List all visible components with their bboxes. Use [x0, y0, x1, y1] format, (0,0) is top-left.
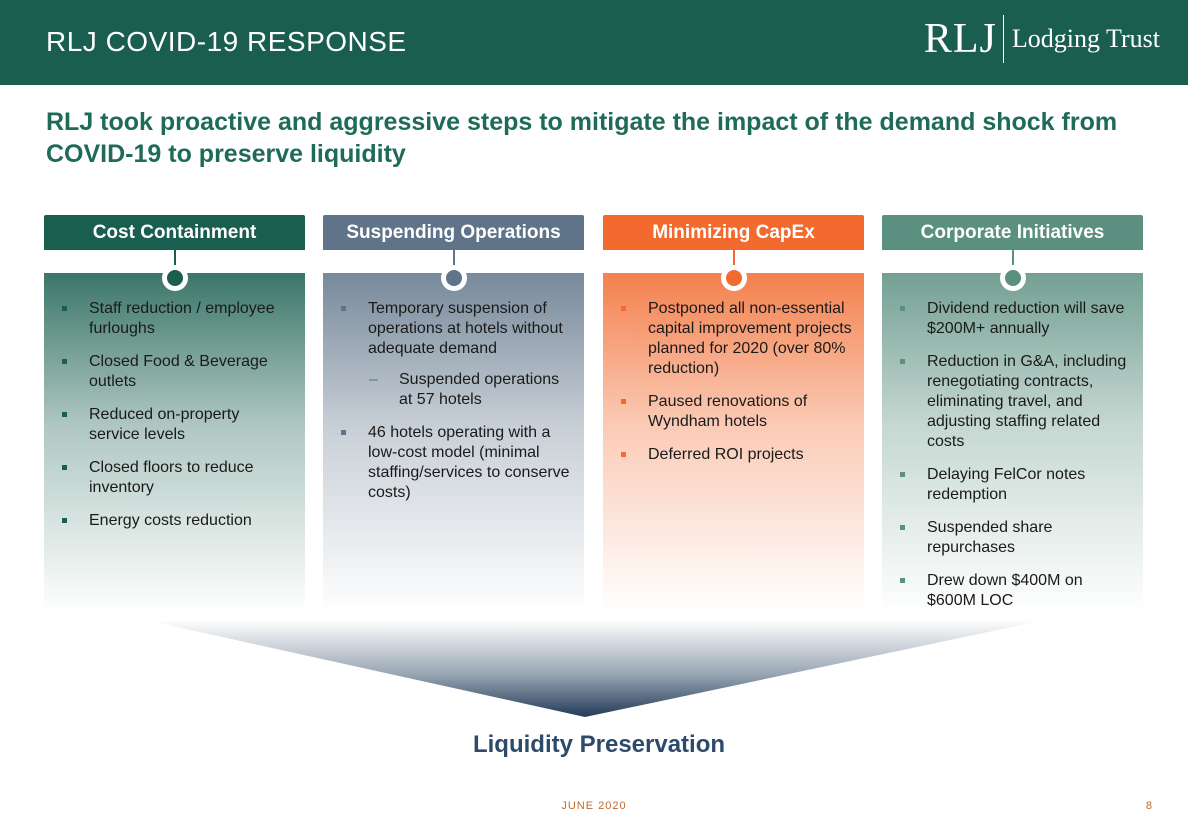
column-connector — [452, 250, 455, 274]
column-minimizing-capex: Minimizing CapEx Postponed all non-essen… — [603, 215, 864, 613]
column-body — [882, 273, 1143, 613]
list-item: Temporary suspension of operations at ho… — [341, 299, 573, 359]
column-node-icon — [720, 265, 747, 291]
list-item: Closed Food & Beverage outlets — [62, 352, 294, 392]
list-item: 46 hotels operating with a low-cost mode… — [341, 423, 573, 503]
bullet-list: Dividend reduction will save $200M+ annu… — [900, 299, 1132, 624]
square-bullet-icon — [621, 306, 626, 311]
list-item: Postponed all non-essential capital impr… — [621, 299, 853, 379]
header-bar: RLJ COVID-19 RESPONSE RLJ Lodging Trust — [0, 0, 1188, 85]
column-connector — [173, 250, 176, 274]
logo-text: Lodging Trust — [1011, 24, 1160, 53]
square-bullet-icon — [62, 306, 67, 311]
company-logo: RLJ Lodging Trust — [924, 14, 1160, 64]
column-body — [44, 273, 305, 613]
list-item: Dividend reduction will save $200M+ annu… — [900, 299, 1132, 339]
page-title: RLJ COVID-19 RESPONSE — [46, 26, 407, 57]
bullet-list: Temporary suspension of operations at ho… — [341, 299, 573, 516]
bullet-list: Postponed all non-essential capital impr… — [621, 299, 853, 478]
square-bullet-icon — [62, 359, 67, 364]
square-bullet-icon — [62, 518, 67, 523]
square-bullet-icon — [62, 465, 67, 470]
square-bullet-icon — [900, 525, 905, 530]
column-suspending-operations: Suspending Operations Temporary suspensi… — [323, 215, 584, 613]
list-item: Staff reduction / employee furloughs — [62, 299, 294, 339]
square-bullet-icon — [62, 412, 67, 417]
column-body — [603, 273, 864, 613]
column-header: Suspending Operations — [323, 215, 584, 250]
square-bullet-icon — [341, 306, 346, 311]
square-bullet-icon — [341, 430, 346, 435]
column-header: Corporate Initiatives — [882, 215, 1143, 250]
column-header: Cost Containment — [44, 215, 305, 250]
column-connector — [732, 250, 735, 274]
list-item: Reduced on-property service levels — [62, 405, 294, 445]
logo-mark: RLJ — [923, 16, 997, 62]
list-item: Paused renovations of Wyndham hotels — [621, 392, 853, 432]
footer-date: JUNE 2020 — [561, 800, 627, 812]
slide-subtitle: RLJ took proactive and aggressive steps … — [46, 108, 1118, 168]
funnel-result-label: Liquidity Preservation — [472, 731, 726, 758]
funnel-shape — [145, 620, 1045, 717]
column-connector — [1011, 250, 1014, 274]
list-item: Energy costs reduction — [62, 511, 294, 531]
bullet-list: Staff reduction / employee furloughs Clo… — [62, 299, 294, 544]
list-item: Reduction in G&A, including renegotiatin… — [900, 352, 1132, 452]
column-header: Minimizing CapEx — [603, 215, 864, 250]
column-node-icon — [440, 265, 467, 291]
column-corporate-initiatives: Corporate Initiatives Dividend reduction… — [882, 215, 1143, 613]
column-node-icon — [161, 265, 188, 291]
list-item: Drew down $400M on $600M LOC — [900, 571, 1132, 611]
sub-list-item: –Suspended operations at 57 hotels — [369, 371, 560, 408]
list-item: Suspended share repurchases — [900, 518, 1132, 558]
page-number: 8 — [1145, 800, 1152, 812]
column-body — [323, 273, 584, 613]
square-bullet-icon — [621, 399, 626, 404]
square-bullet-icon — [900, 578, 905, 583]
list-item: Deferred ROI projects — [621, 445, 853, 465]
dash-bullet-icon: – — [369, 371, 378, 388]
square-bullet-icon — [900, 306, 905, 311]
square-bullet-icon — [900, 359, 905, 364]
square-bullet-icon — [621, 452, 626, 457]
column-node-icon — [999, 265, 1026, 291]
square-bullet-icon — [900, 472, 905, 477]
column-cost-containment: Cost Containment Staff reduction / emplo… — [44, 215, 305, 613]
logo-divider — [1002, 15, 1004, 63]
list-item: Delaying FelCor notes redemption — [900, 465, 1132, 505]
list-item: Closed floors to reduce inventory — [62, 458, 294, 498]
